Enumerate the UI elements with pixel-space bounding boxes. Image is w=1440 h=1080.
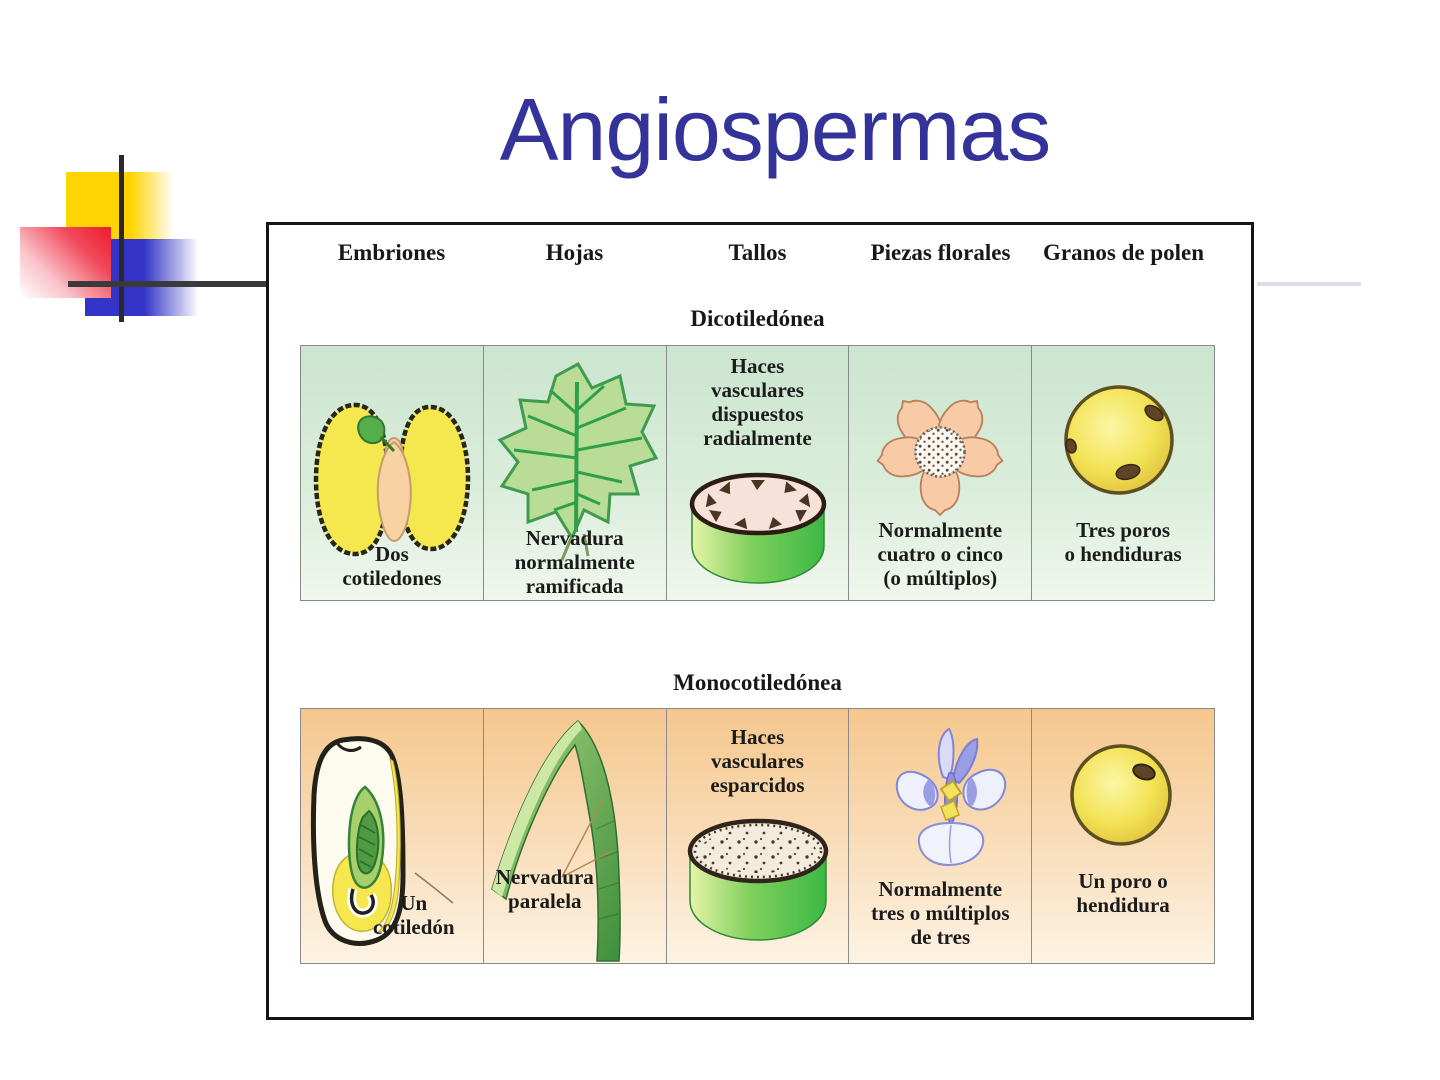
dicot-tallo-label: Haces vasculares dispuestos radialmente [703,354,812,451]
cell-monocot-embrion: Un cotiledón [301,709,483,963]
cell-dicot-hoja: Nervadura normalmente ramificada [482,346,666,600]
stem-radial-bundles-illustration [689,472,826,584]
cell-dicot-polen: Tres poros o hendiduras [1031,346,1214,600]
monocot-embrion-label: Un cotiledón [372,890,455,939]
column-header-hojas: Hojas [545,240,604,265]
cell-monocot-hoja: Nervadura paralela [482,709,666,963]
cell-monocot-tallo: Haces vasculares esparcidos [665,709,849,963]
column-header-piezas-florales: Piezas florales [870,240,1011,265]
cell-dicot-embrion: Dos cotiledones [301,346,483,600]
monocot-seed-illustration [310,736,454,946]
monocot-polen-label: Un poro o hendidura [1076,868,1170,917]
monocot-hoja-label: Nervadura paralela [495,865,594,914]
monocot-pieza-floral-label: Normalmente tres o múltiplos de tres [871,876,1010,949]
slide-title: Angiospermas [499,80,1052,179]
column-header-embriones: Embriones [337,240,446,265]
parallel-vein-leaf-illustration [490,719,621,962]
cell-dicot-pieza-floral: Normalmente cuatro o cinco (o múltiplos) [848,346,1032,600]
pollen-one-pore-illustration [1070,744,1172,846]
dicot-row: Dos cotiledones Nervadura normalmente ra… [300,345,1215,601]
monocot-tallo-label: Haces vasculares esparcidos [710,725,805,798]
stem-scattered-bundles-illustration [687,818,828,941]
five-petal-flower-illustration [876,399,1005,517]
monocot-row: Un cotiledón Nervadura paralela [300,708,1215,964]
cell-dicot-tallo: Haces vasculares dispuestos radialmente [665,346,849,600]
column-header-tallos: Tallos [728,240,787,265]
column-header-granos-de-polen: Granos de polen [1042,240,1205,265]
dicot-seed-illustration [313,402,471,557]
dicot-pieza-floral-label: Normalmente cuatro o cinco (o múltiplos) [877,517,1004,590]
dicot-polen-label: Tres poros o hendiduras [1064,517,1182,566]
cell-monocot-polen: Un poro o hendidura [1031,709,1214,963]
iris-flower-illustration [896,727,1007,867]
dicot-embrion-label: Dos cotiledones [342,541,442,590]
decoration-red-square [20,227,111,298]
decoration-horizontal-line-right [1257,282,1361,286]
branched-vein-leaf-illustration [497,361,658,561]
pollen-three-pores-illustration [1064,385,1174,495]
cell-monocot-pieza-floral: Normalmente tres o múltiplos de tres [848,709,1032,963]
decoration-horizontal-line [68,281,266,287]
section-title-monocotiledonea: Monocotiledónea [673,670,842,695]
column-headers: Embriones Hojas Tallos Piezas florales G… [300,240,1215,266]
comparison-table: Embriones Hojas Tallos Piezas florales G… [266,222,1254,1020]
decoration-vertical-line [119,155,124,322]
section-title-dicotiledonea: Dicotiledónea [690,306,825,331]
dicot-hoja-label: Nervadura normalmente ramificada [514,525,635,598]
